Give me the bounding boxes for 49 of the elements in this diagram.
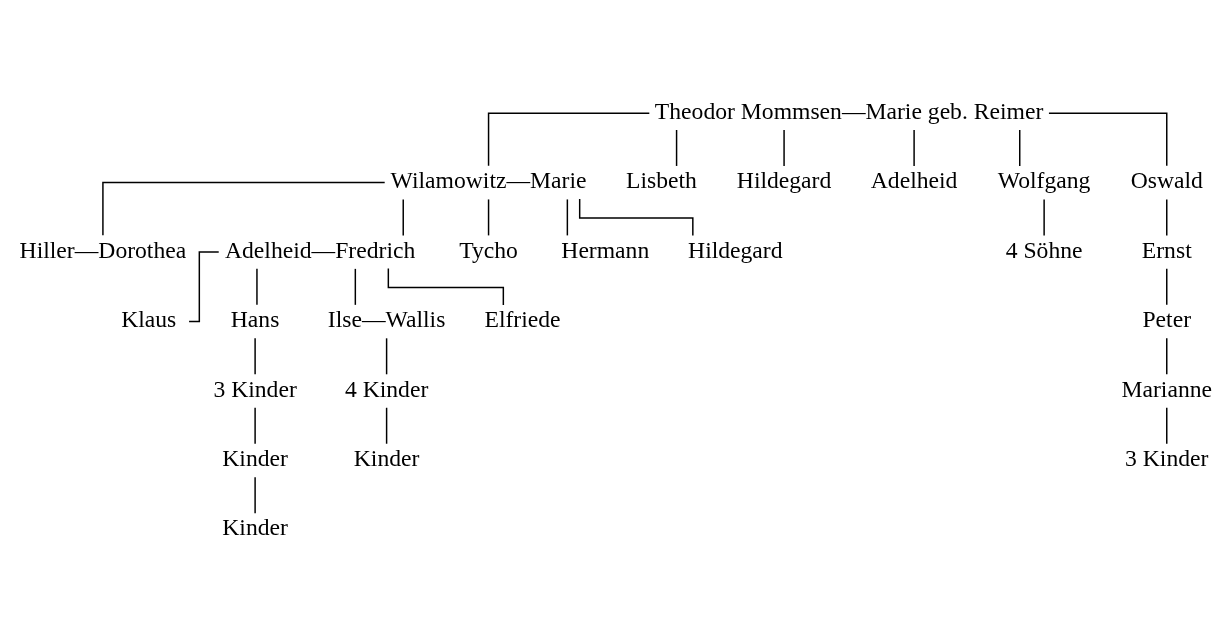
connector	[254, 337, 256, 375]
node-text: Hiller—Dorothea	[19, 236, 187, 263]
node-text: Oswald	[1130, 166, 1203, 193]
node-text: Kinder	[353, 444, 420, 471]
node-text: 4 Söhne	[1005, 236, 1083, 263]
connector	[256, 267, 258, 306]
node-text: Klaus	[121, 305, 177, 332]
connector	[913, 128, 915, 167]
connector	[102, 181, 386, 236]
connector	[487, 198, 490, 236]
node-text: Elfriede	[484, 305, 561, 332]
connector	[675, 128, 678, 167]
node-text: Marianne	[1121, 375, 1213, 402]
connector	[1166, 198, 1168, 236]
connector	[385, 406, 388, 444]
node-text: 3 Kinder	[1125, 444, 1209, 471]
node-text: Wolfgang	[997, 166, 1091, 193]
node-text: 3 Kinder	[213, 375, 297, 402]
node-text: Adelheid—Fredrich	[224, 236, 416, 263]
node-text: Hildegard	[688, 236, 783, 263]
connector	[1166, 267, 1168, 306]
connector	[387, 267, 505, 306]
node-text: Ilse—Wallis	[327, 305, 446, 332]
node-text: Tycho	[459, 236, 518, 263]
node-text: Hermann	[561, 236, 650, 263]
node-text: Theodor Mommsen—Marie geb. Reimer	[654, 97, 1044, 124]
node-text: Kinder	[222, 444, 288, 471]
connector	[385, 337, 388, 375]
node-text: Ernst	[1141, 236, 1192, 263]
connector	[254, 406, 256, 444]
connector	[783, 128, 785, 167]
node-text: Hans	[230, 305, 280, 332]
connector	[402, 198, 404, 236]
connector	[354, 267, 357, 306]
node-text: Kinder	[222, 513, 288, 540]
connector	[566, 198, 569, 236]
node-text: Lisbeth	[626, 166, 697, 193]
node-text: Peter	[1142, 305, 1192, 332]
connector	[1166, 337, 1168, 375]
connector	[1166, 406, 1168, 444]
node-text: Wilamowitz—Marie	[390, 166, 587, 193]
connector	[254, 475, 256, 514]
connector	[487, 111, 651, 167]
connector	[1048, 111, 1168, 167]
node-text: 4 Kinder	[344, 375, 429, 402]
node-text: Hildegard	[736, 166, 832, 193]
connector	[1043, 198, 1045, 236]
node-text: Adelheid	[870, 166, 958, 193]
connector	[1019, 128, 1021, 167]
